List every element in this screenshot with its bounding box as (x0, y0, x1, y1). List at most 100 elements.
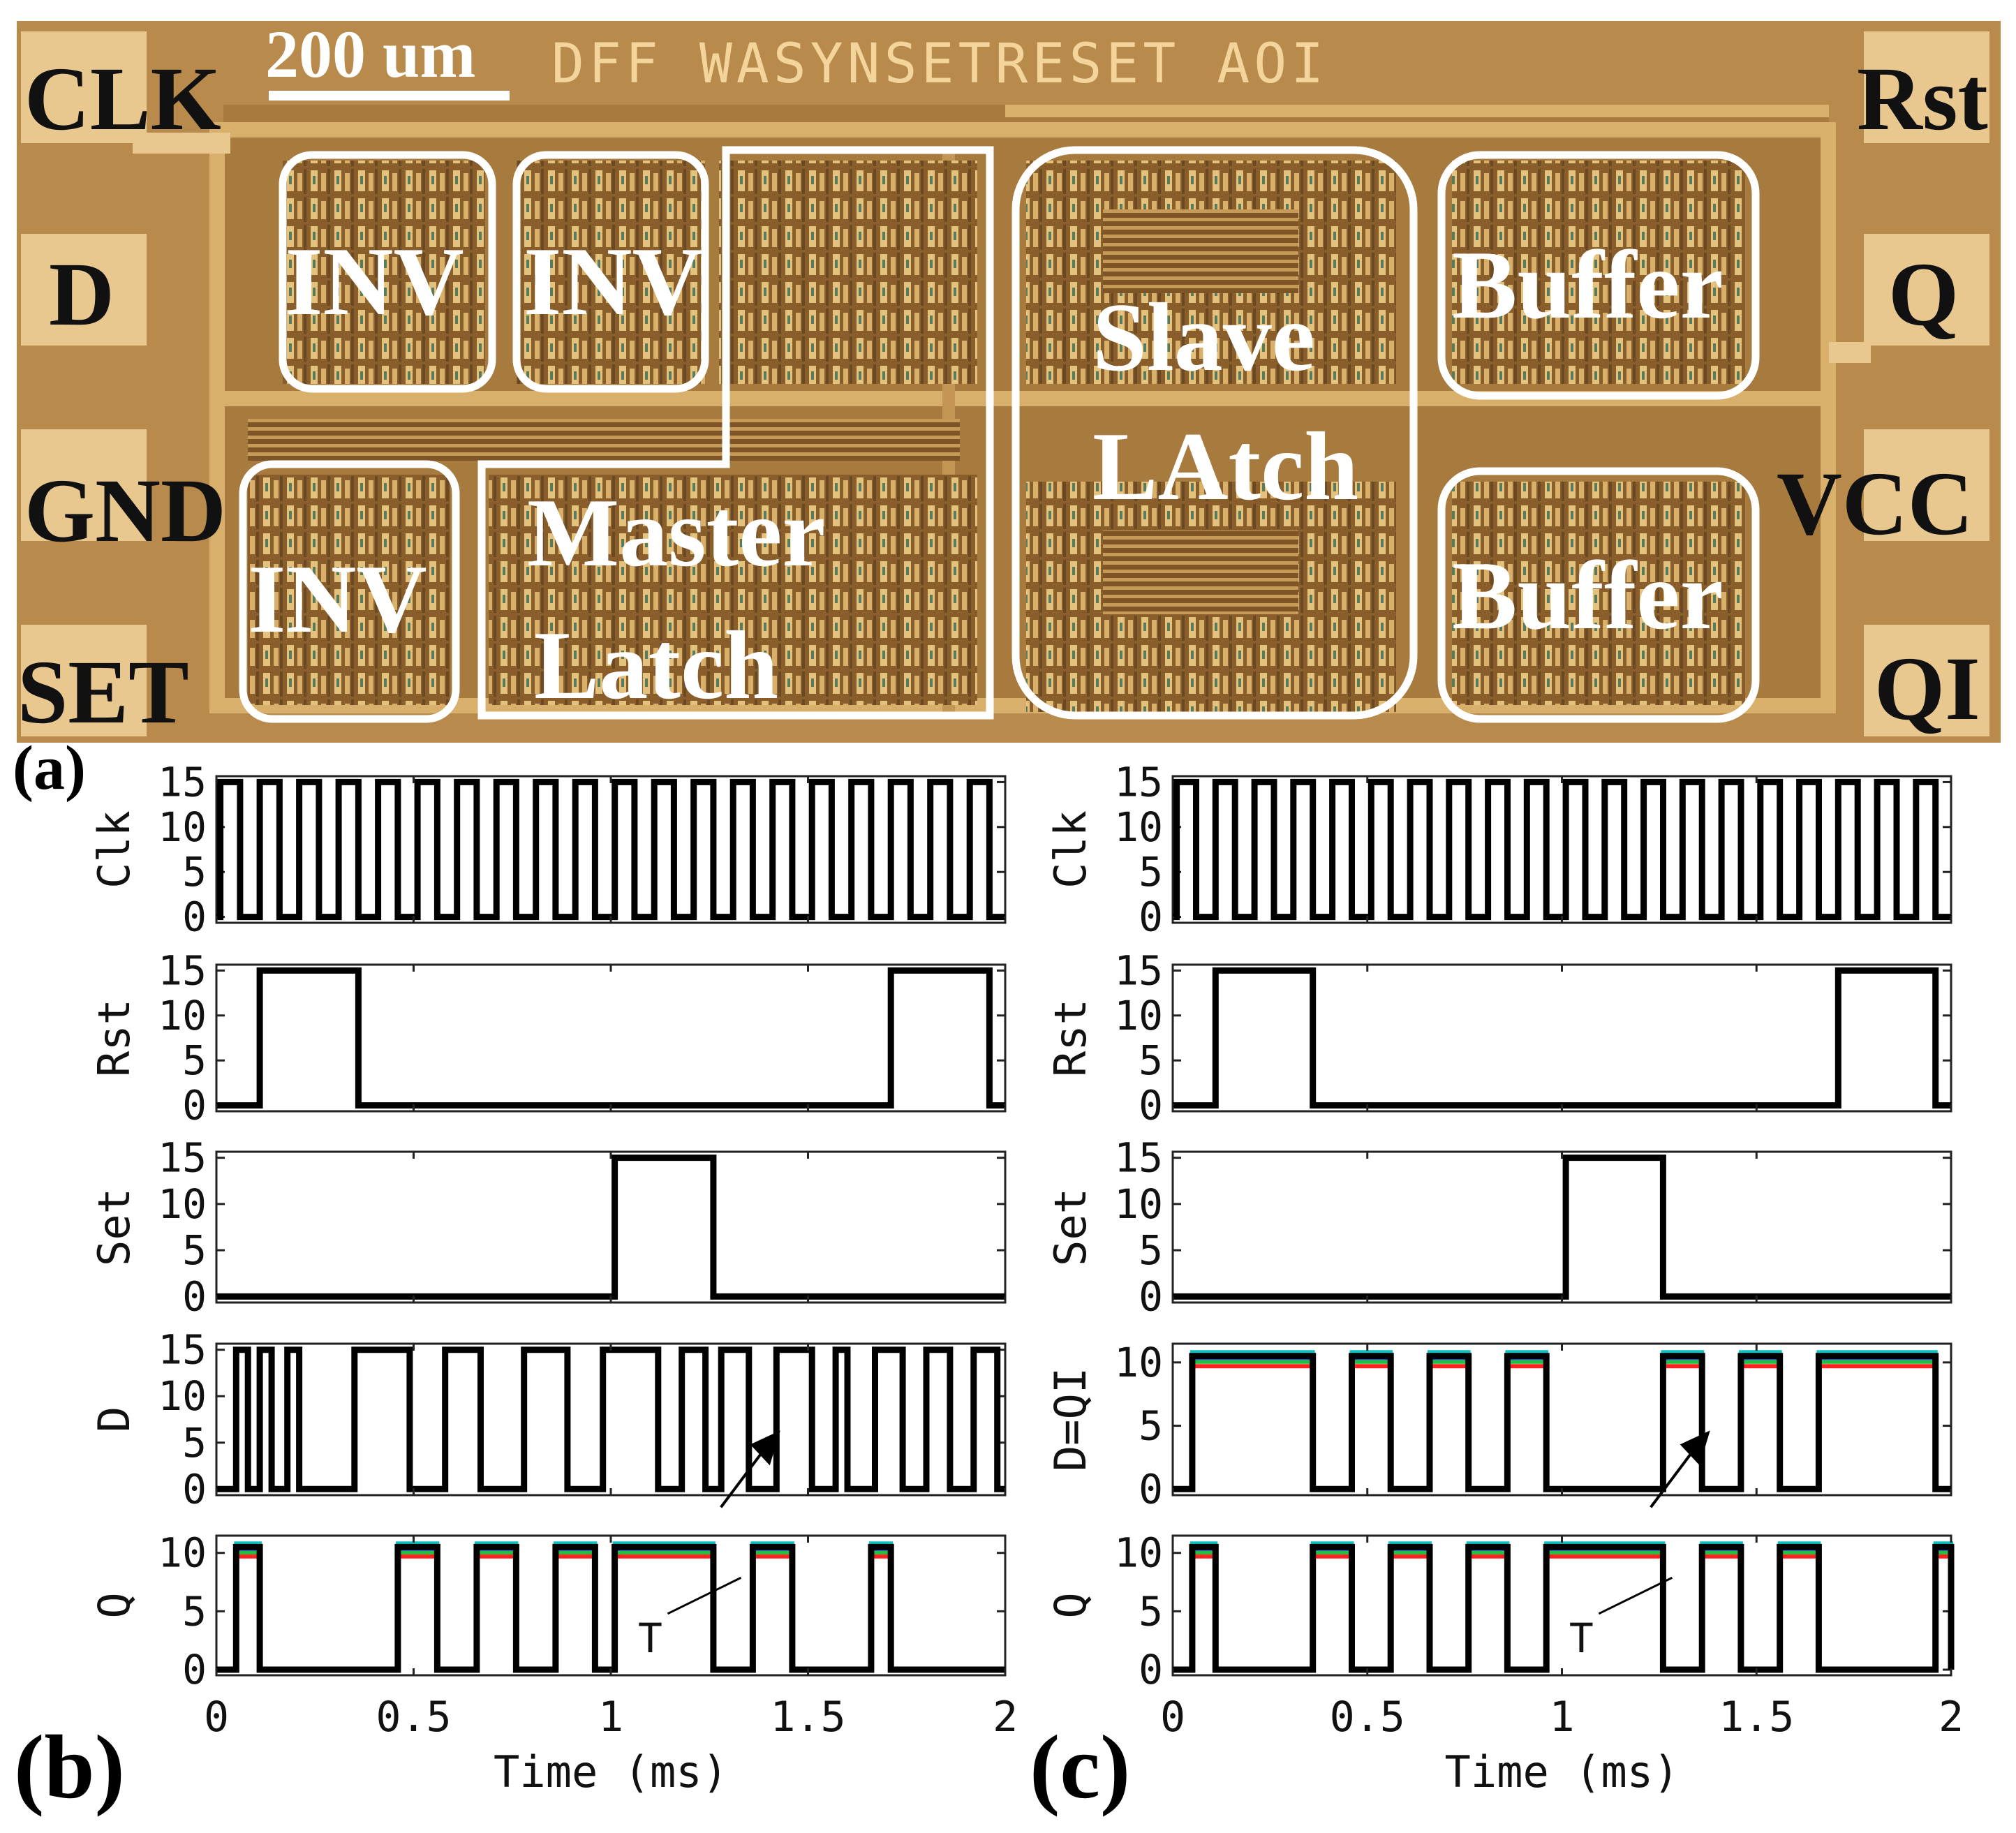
waveform-trace (1173, 1155, 1951, 1300)
pin-label-qi: QI (1874, 639, 1980, 739)
inv-block-outline (279, 151, 496, 393)
circuit-region (517, 161, 705, 384)
arrow-head (1680, 1430, 1710, 1466)
y-tick-label: 5 (182, 848, 207, 896)
annotation-label: T (1569, 1615, 1594, 1662)
x-tick-label: 0.5 (376, 1693, 451, 1742)
y-tick-label: 15 (158, 1326, 207, 1374)
y-axis-label: Set (89, 1188, 140, 1266)
bond-pad (1864, 429, 1989, 541)
y-tick-label: 15 (1114, 947, 1163, 994)
arrow-shaft (720, 1450, 764, 1508)
y-tick-label: 10 (1114, 1339, 1163, 1386)
waveform-panel-c: 151050Clk151050Rst151050Set1050D=QI1050Q… (1045, 758, 1964, 1797)
y-tick-label: 0 (1139, 1646, 1163, 1693)
scale-bar (269, 91, 510, 101)
y-tick-label: 10 (158, 992, 207, 1039)
circuit-region (1452, 482, 1745, 705)
inv-block-outline (239, 460, 460, 723)
circuit-region (1103, 530, 1298, 614)
plot-frame (1171, 963, 1952, 1113)
circuit-region (719, 161, 977, 384)
slave-latch-label-line1: Slave (1092, 283, 1315, 392)
y-tick-label: 5 (182, 1226, 207, 1274)
y-tick-label: 10 (158, 803, 207, 851)
y-axis-label: Set (1045, 1188, 1096, 1266)
x-tick-label: 2 (1939, 1693, 1964, 1742)
y-tick-label: 15 (1114, 1134, 1163, 1182)
waveform-trace (216, 967, 1005, 1109)
panel-label-b: (b) (14, 1717, 125, 1818)
pin-label-vcc: VCC (1777, 454, 1973, 554)
bond-pad (21, 31, 147, 143)
y-tick-label: 10 (1114, 1529, 1163, 1577)
y-axis-label: D (89, 1407, 140, 1432)
y-tick-label: 0 (182, 1082, 207, 1129)
y-axis-label: Q (89, 1592, 140, 1618)
x-tick-label: 2 (993, 1693, 1018, 1742)
y-tick-label: 0 (1139, 893, 1163, 941)
x-tick-label: 0 (204, 1693, 229, 1742)
slave-latch-label-line2: LAtch (1092, 413, 1358, 521)
circuit-region (248, 475, 450, 705)
annotation-pointer (1598, 1576, 1673, 1615)
routing-trace (1821, 122, 1836, 713)
buffer-block-outline (1437, 467, 1760, 723)
y-tick-label: 10 (158, 1372, 207, 1420)
waveform-trace (1173, 778, 1951, 921)
arrow-shaft (1650, 1450, 1694, 1508)
bond-pad (1864, 31, 1989, 143)
plot-frame (1171, 775, 1952, 924)
routing-trace (209, 391, 1836, 406)
circuit-region (248, 419, 960, 461)
y-tick-label: 5 (1139, 1587, 1163, 1635)
y-tick-label: 10 (158, 1180, 207, 1228)
inv-label: INV (524, 228, 703, 336)
annotation-label: T (638, 1615, 662, 1662)
y-axis-label: Rst (89, 999, 140, 1077)
pin-label-gnd: GND (24, 461, 226, 561)
y-tick-label: 0 (182, 893, 207, 941)
y-axis-label: Q (1045, 1592, 1096, 1618)
waveform-trace (1173, 1353, 1951, 1492)
routing-trace (1005, 105, 1829, 117)
y-tick-label: 5 (1139, 848, 1163, 896)
chip-micrograph: DFF WASYNSETRESET AOI 200 um INV INV INV… (17, 17, 2001, 743)
y-axis-label: D=QI (1045, 1367, 1096, 1471)
routing-trace (209, 122, 225, 713)
x-axis-label: Time (ms) (1445, 1746, 1680, 1797)
x-tick-label: 1.5 (1719, 1693, 1794, 1742)
pin-label-set: SET (17, 642, 189, 743)
y-tick-label: 5 (1139, 1037, 1163, 1084)
scale-bar-label: 200 um (265, 17, 475, 91)
pin-label-q: Q (1888, 244, 1959, 345)
waveform-trace (216, 1155, 1005, 1300)
chip-title: DFF WASYNSETRESET AOI (551, 33, 1328, 96)
y-tick-label: 0 (182, 1465, 207, 1513)
buffer-label: Buffer (1452, 231, 1724, 339)
y-tick-label: 10 (1114, 1180, 1163, 1228)
x-tick-label: 0 (1160, 1693, 1185, 1742)
inv-label: INV (248, 545, 427, 653)
slave-latch-outline (1011, 146, 1418, 720)
y-axis-label: Clk (1045, 810, 1096, 889)
y-tick-label: 5 (182, 1587, 207, 1635)
y-tick-label: 0 (182, 1272, 207, 1320)
waveform-trace (1173, 967, 1951, 1109)
pin-label-d: D (49, 244, 114, 345)
y-tick-label: 5 (1139, 1226, 1163, 1274)
x-tick-label: 1.5 (770, 1693, 845, 1742)
plot-frame (215, 775, 1007, 924)
y-tick-label: 10 (1114, 803, 1163, 851)
panel-label-a: (a) (13, 734, 86, 803)
y-tick-label: 0 (1139, 1082, 1163, 1129)
x-axis-label: Time (ms) (494, 1746, 728, 1797)
x-tick-label: 0.5 (1330, 1693, 1405, 1742)
annotation-pointer (667, 1576, 742, 1615)
circuit-region (283, 161, 485, 384)
